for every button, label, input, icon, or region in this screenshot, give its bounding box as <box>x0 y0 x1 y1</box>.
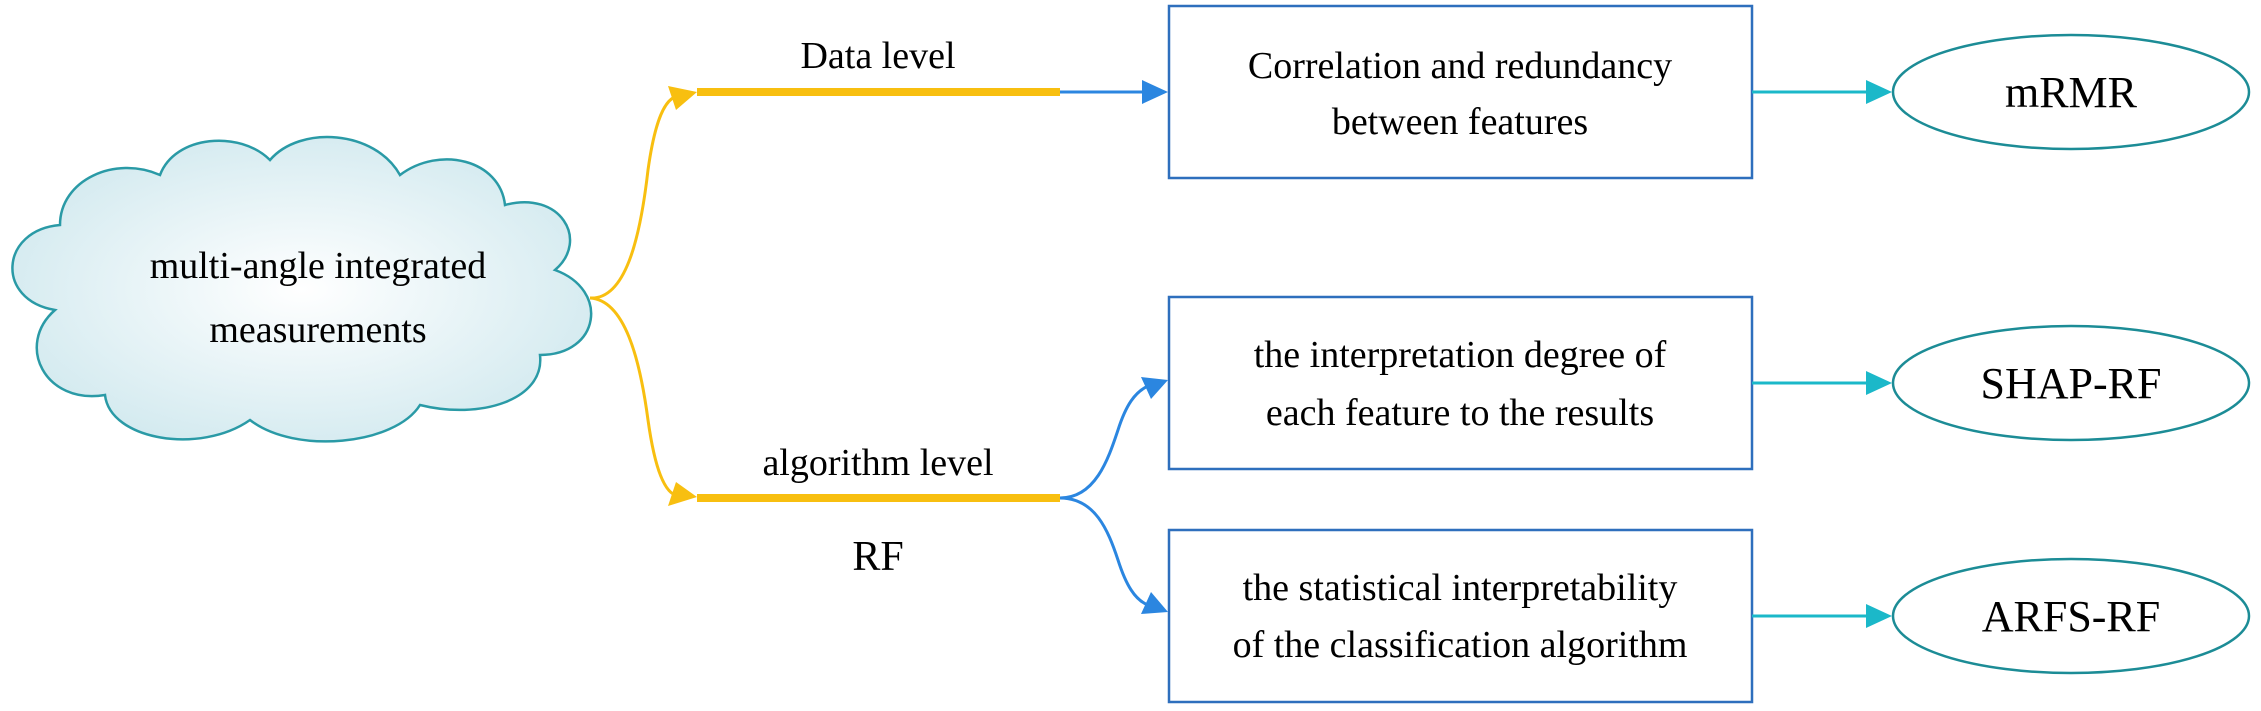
source-cloud: multi-angle integrated measurements <box>11 135 593 443</box>
box-correlation-line1: Correlation and redundancy <box>1248 45 1672 87</box>
box-correlation-frame <box>1167 4 1754 180</box>
data-level: Data level <box>697 35 1060 96</box>
box-statistical-line2: of the classification algorithm <box>1233 624 1688 666</box>
blue-arrows <box>1059 90 1149 607</box>
algorithm-level-sublabel: RF <box>852 534 903 580</box>
algorithm-level-label: algorithm level <box>762 442 993 484</box>
yellow-branches <box>589 94 679 498</box>
blue-arrowhead-interpretation <box>1141 377 1168 399</box>
method-arfs: ARFS-RF <box>1891 557 2251 675</box>
method-shap-ellipse <box>1891 324 2251 442</box>
box-interpretation-line1: the interpretation degree of <box>1254 334 1667 376</box>
teal-arrowhead-mrmr <box>1866 80 1892 104</box>
method-shap: SHAP-RF <box>1891 324 2251 442</box>
method-arfs-label: ARFS-RF <box>1982 592 2161 641</box>
cloud-shape <box>11 135 593 443</box>
blue-arrowhead-statistical <box>1141 592 1168 614</box>
box-statistical-frame <box>1167 528 1754 704</box>
teal-arrowhead-shap <box>1866 371 1892 395</box>
box-interpretation-frame <box>1167 295 1754 471</box>
box-interpretation: the interpretation degree of each featur… <box>1167 295 1754 471</box>
branch-to-data-level <box>589 94 679 300</box>
method-arfs-ellipse <box>1891 557 2251 675</box>
source-label-line2: measurements <box>209 309 426 351</box>
method-mrmr: mRMR <box>1891 33 2251 151</box>
yellow-arrowhead-top <box>668 86 697 110</box>
blue-arrowhead-correlation <box>1142 80 1168 104</box>
branch-to-algorithm-level <box>589 296 679 498</box>
arrow-algorithm-to-interpretation <box>1059 384 1149 500</box>
method-mrmr-ellipse <box>1891 33 2251 151</box>
method-shap-label: SHAP-RF <box>1981 359 2162 408</box>
box-statistical-line1: the statistical interpretability <box>1243 567 1678 609</box>
yellow-arrowhead-bottom <box>668 482 697 506</box>
arrow-algorithm-to-statistical <box>1059 496 1149 607</box>
algorithm-level: algorithm level RF <box>697 442 1060 580</box>
method-mrmr-label: mRMR <box>2005 68 2138 117</box>
teal-arrows <box>1752 90 1870 618</box>
source-label-line1: multi-angle integrated <box>150 245 487 287</box>
teal-arrowhead-arfs <box>1866 604 1892 628</box>
box-interpretation-line2: each feature to the results <box>1266 392 1654 434</box>
data-level-label: Data level <box>800 35 955 77</box>
box-correlation: Correlation and redundancy between featu… <box>1167 4 1754 180</box>
box-statistical: the statistical interpretability of the … <box>1167 528 1754 704</box>
box-correlation-line2: between features <box>1332 101 1588 143</box>
